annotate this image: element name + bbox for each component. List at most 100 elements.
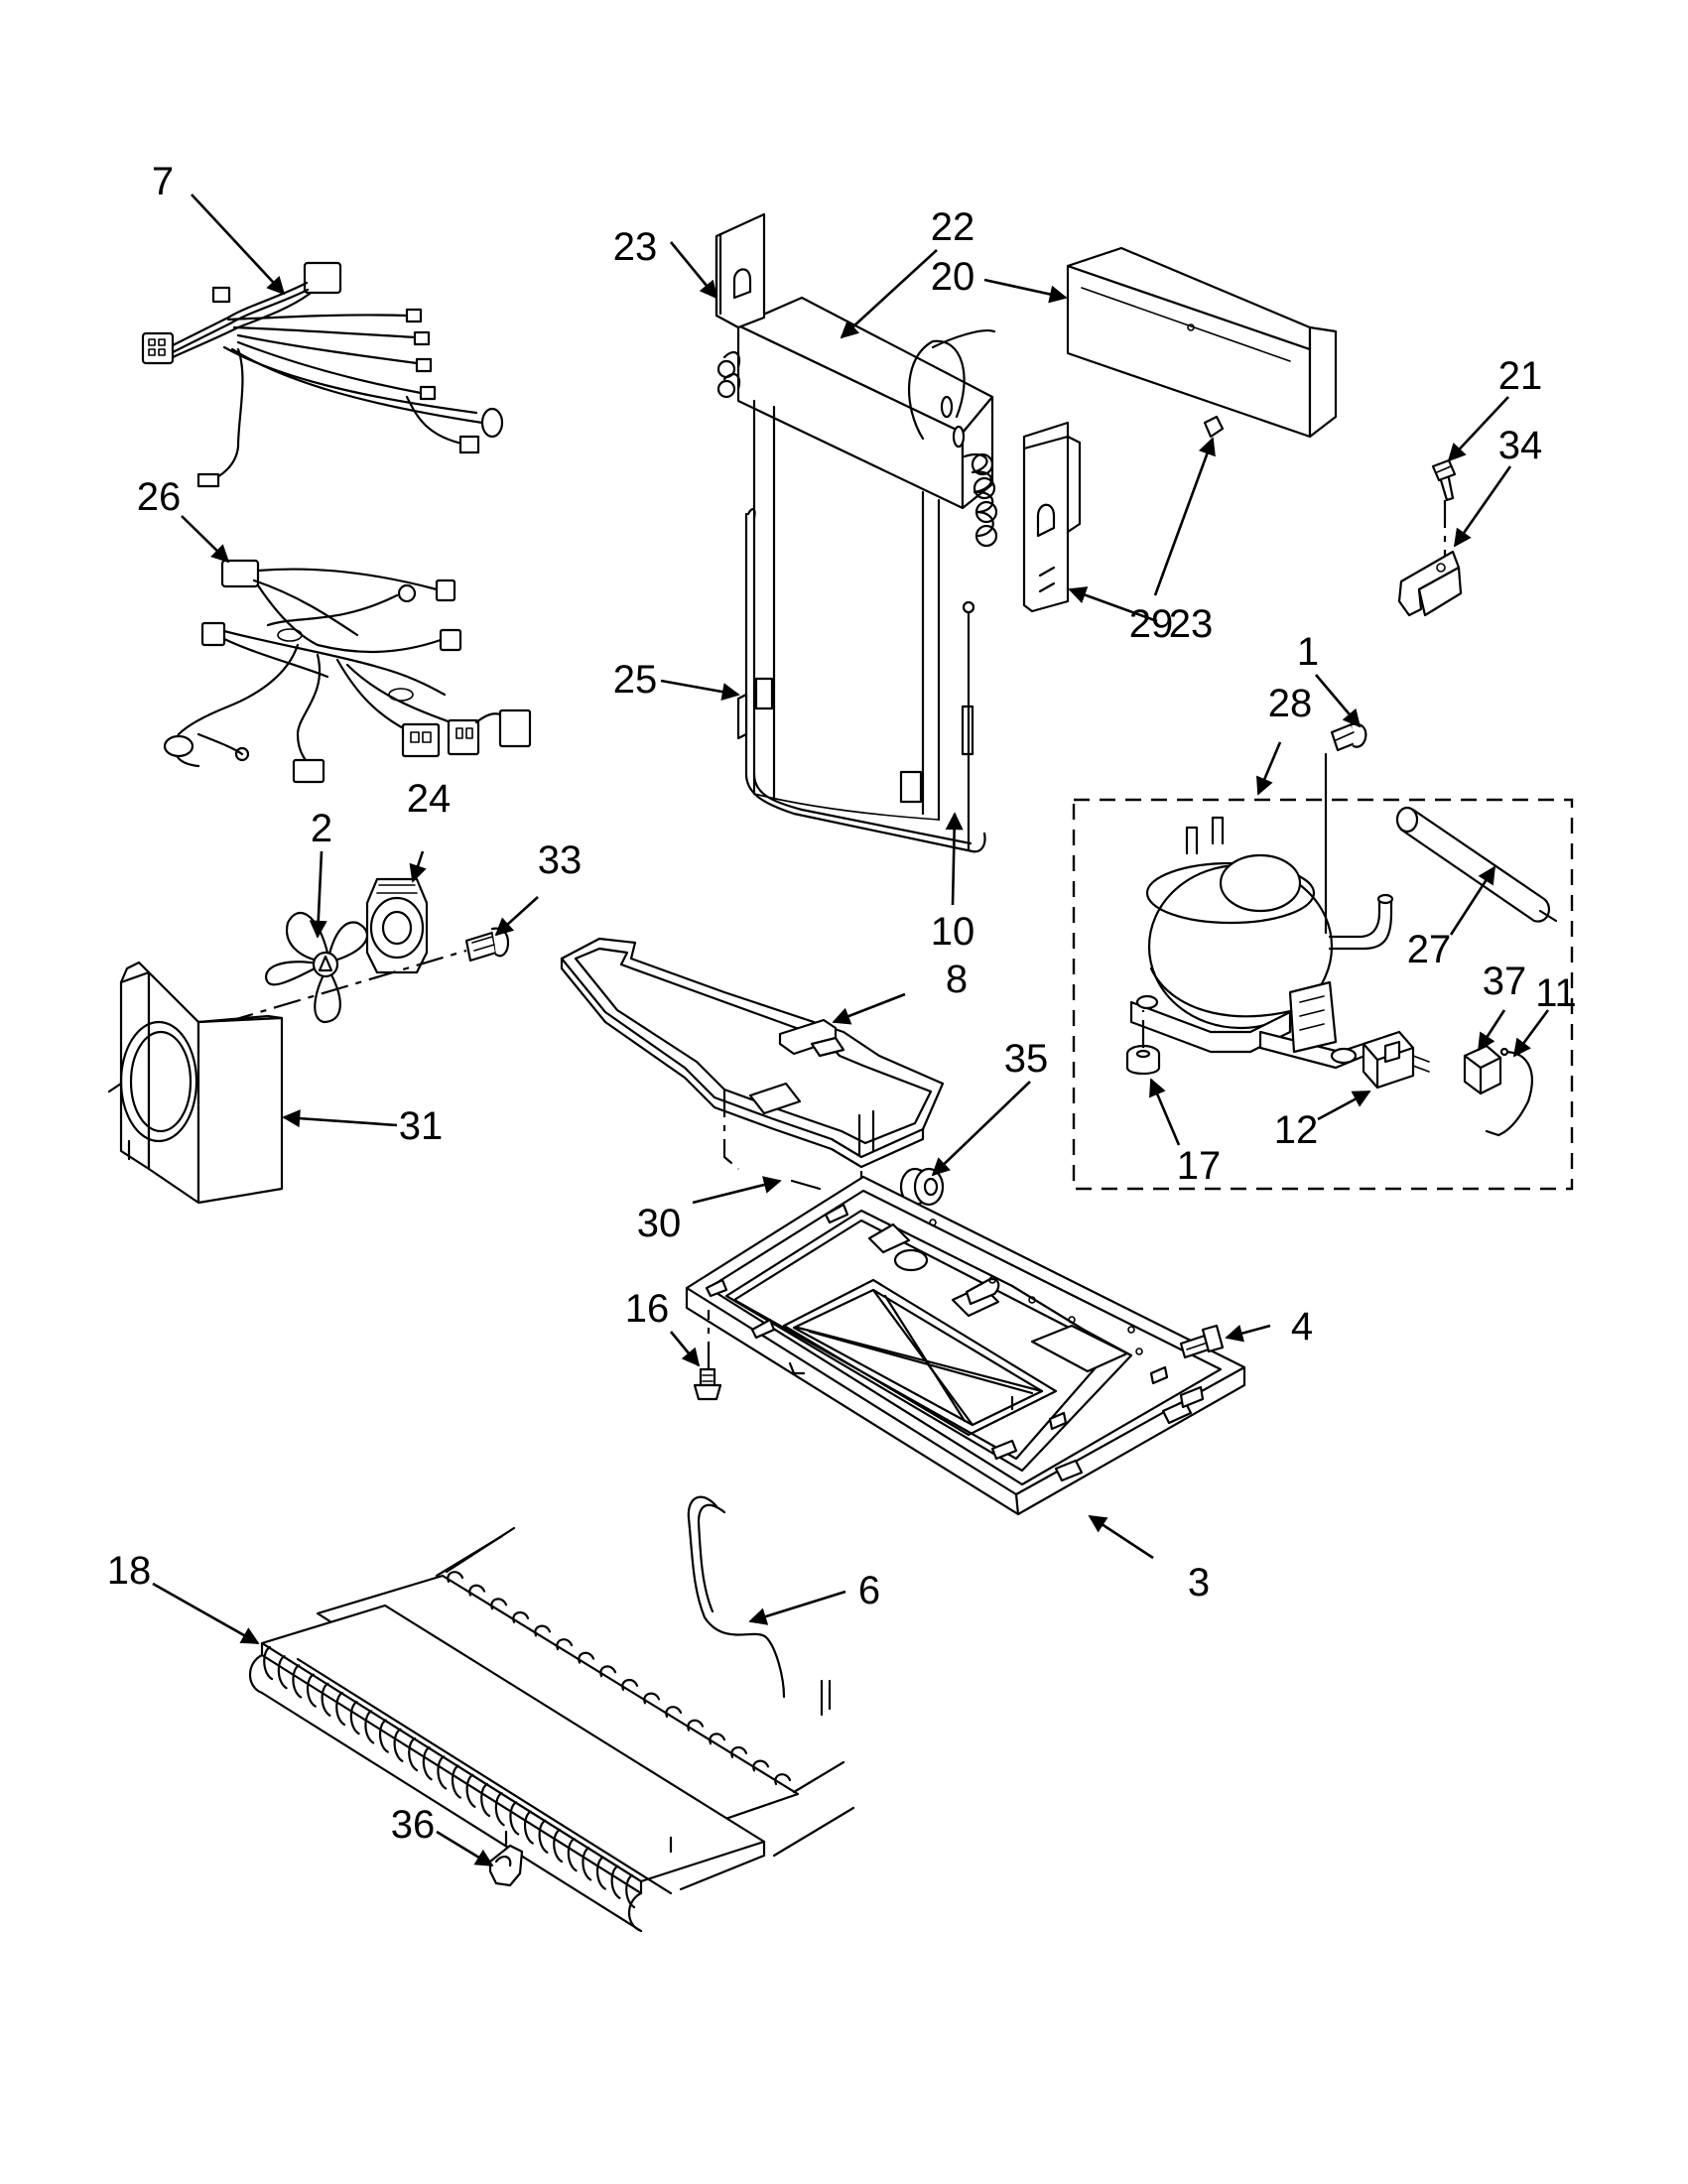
condenser-coil-top-loop	[643, 1692, 661, 1705]
callout-22: 22	[931, 205, 975, 249]
callout-33: 33	[538, 838, 583, 882]
callout-35: 35	[1004, 1037, 1049, 1081]
condenser-coil-loop	[437, 1755, 448, 1790]
condenser-coil-top-loop	[556, 1638, 574, 1651]
condenser-coil-top-loop	[534, 1624, 552, 1637]
condenser-coil-top-loop	[621, 1678, 639, 1691]
wire-harness-26	[163, 559, 532, 784]
condenser-coil-loop	[523, 1810, 534, 1845]
callout-7: 7	[152, 160, 174, 203]
callout-11: 11	[1535, 971, 1577, 1015]
tube-30	[790, 1179, 822, 1191]
relay-12	[1362, 1030, 1430, 1090]
condenser-coil-loop	[595, 1856, 606, 1890]
callout-2: 2	[311, 807, 332, 850]
callout-27: 27	[1407, 928, 1452, 971]
callout-4: 4	[1291, 1305, 1313, 1349]
condenser-coil-loop	[509, 1801, 520, 1836]
condenser-coil-loop	[538, 1819, 549, 1854]
condenser-coil-loop	[408, 1736, 419, 1772]
callout-3: 3	[1188, 1561, 1210, 1605]
condenser-coil-loop	[567, 1838, 578, 1872]
fan-blade-2	[264, 912, 368, 1024]
condenser-coil-top-loop	[752, 1759, 770, 1772]
condenser-coil-loop	[277, 1655, 288, 1690]
callout-1: 1	[1297, 630, 1319, 674]
condenser-coil-top-loop	[490, 1598, 508, 1610]
fan-motor-24	[365, 877, 429, 974]
screw-4	[1179, 1324, 1225, 1359]
screw-16	[693, 1367, 722, 1401]
condenser-coil-top-loop	[578, 1651, 595, 1664]
base-plate-3	[685, 1175, 1246, 1516]
defrost-heater-25	[736, 508, 986, 853]
screw-21	[1431, 458, 1457, 502]
screw-33	[464, 927, 510, 963]
condenser-coil-loop	[364, 1710, 375, 1744]
callout-18: 18	[107, 1549, 152, 1593]
callout-23-left: 23	[613, 225, 658, 269]
callout-29: 29	[1129, 602, 1174, 646]
condenser-coil-loop	[378, 1719, 389, 1753]
condenser-coil-loop	[306, 1673, 317, 1708]
condenser-coil-top-loop	[447, 1571, 464, 1584]
condenser-coil-loop	[451, 1764, 461, 1799]
condenser-coil-top-loop	[599, 1665, 617, 1678]
condenser-coil-top-loop	[665, 1706, 683, 1719]
condenser-coil-loop	[610, 1864, 621, 1899]
condenser-coil-loop	[349, 1701, 360, 1735]
callout-34: 34	[1498, 424, 1543, 467]
callout-8: 8	[946, 958, 968, 1001]
callout-6: 6	[858, 1569, 880, 1612]
condenser-coil-loop	[422, 1746, 433, 1781]
callout-30: 30	[637, 1202, 682, 1245]
callout-17: 17	[1177, 1144, 1222, 1188]
callout-26: 26	[137, 475, 182, 519]
condenser-coil-loop	[292, 1664, 303, 1699]
condenser-coil-loop	[480, 1782, 491, 1818]
clip-36	[488, 1830, 524, 1887]
condenser-coil-loop	[625, 1873, 636, 1909]
compressor-28	[1129, 752, 1394, 1070]
condenser-coil-loop	[335, 1691, 346, 1727]
drain-pan-axis	[722, 1090, 739, 1170]
drain-pan-8	[560, 937, 945, 1169]
condenser-18	[248, 1526, 855, 1933]
condenser-coil-top-loop	[709, 1733, 726, 1745]
callout-16: 16	[625, 1287, 670, 1331]
defrost-thermostat-wire-10	[961, 600, 975, 851]
condenser-coil-loop	[263, 1645, 274, 1681]
fan-shroud-31	[107, 961, 284, 1205]
condenser-coil-top-loop	[730, 1745, 748, 1758]
callout-10: 10	[931, 910, 975, 954]
condenser-coil-top-loop	[468, 1584, 486, 1597]
compressor-assembly-28-box	[1072, 798, 1574, 1191]
callout-31: 31	[399, 1104, 444, 1148]
callout-21: 21	[1498, 354, 1543, 398]
cover-37	[1463, 1044, 1502, 1095]
condenser-coil-top-loop	[512, 1610, 530, 1623]
callout-25: 25	[613, 658, 658, 702]
clip-29	[1203, 415, 1225, 439]
callout-24: 24	[407, 777, 452, 821]
callout-37: 37	[1483, 960, 1527, 1003]
callout-23-right: 23	[1169, 602, 1214, 646]
wire-harness-7	[141, 261, 504, 488]
fan-assembly-axis	[225, 949, 467, 1024]
cover-20	[1066, 246, 1338, 439]
condenser-coil-top-loop	[687, 1719, 705, 1732]
callout-20: 20	[931, 255, 975, 299]
callout-12: 12	[1274, 1108, 1319, 1152]
condenser-coil-top-loop	[774, 1773, 792, 1786]
filter-drier-27	[1395, 806, 1558, 923]
evaporator-bracket-23-right	[1022, 421, 1082, 613]
tube-6	[687, 1495, 832, 1717]
grommet-35	[899, 1167, 945, 1207]
evaporator-22	[716, 296, 998, 822]
condenser-coil-loop	[582, 1847, 592, 1881]
screw-1	[1330, 722, 1367, 752]
evaporator-bracket-23-left	[714, 212, 766, 329]
grommet-17	[1125, 1044, 1161, 1076]
callout-labels: 7 26 2 24 33 31 23 22 20 21 34 29 23 25 …	[107, 160, 1577, 1847]
